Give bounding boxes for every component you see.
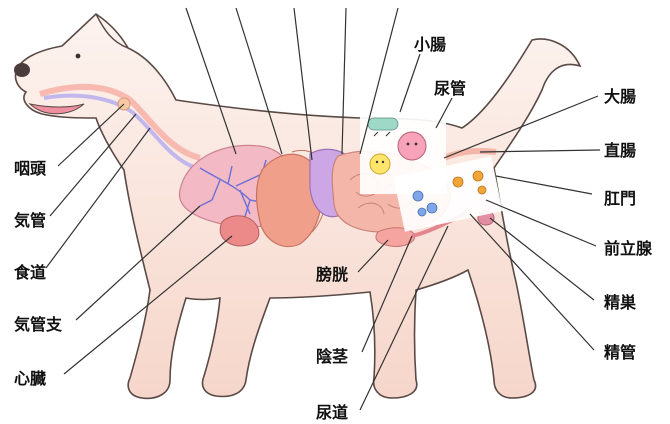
label-vas-deferens: 精管 xyxy=(604,344,636,362)
label-trachea: 気管 xyxy=(14,212,46,230)
label-heart: 心臓 xyxy=(14,370,46,388)
label-ureter: 尿管 xyxy=(434,80,466,98)
label-testis: 精巣 xyxy=(604,294,636,312)
label-esophagus: 食道 xyxy=(14,264,46,282)
label-anus: 肛門 xyxy=(604,190,636,208)
label-pharynx: 咽頭 xyxy=(14,160,46,178)
label-prostate: 前立腺 xyxy=(604,240,652,258)
label-penis: 陰茎 xyxy=(316,348,348,366)
label-bladder: 膀胱 xyxy=(316,266,348,284)
label-urethra: 尿道 xyxy=(316,404,348,422)
label-rectum: 直腸 xyxy=(604,142,636,160)
dog-eye xyxy=(76,54,81,59)
dog-nose xyxy=(14,63,30,77)
label-bronchi: 気管支 xyxy=(14,316,62,334)
label-small-intestine: 小腸 xyxy=(414,36,446,54)
label-large-intestine: 大腸 xyxy=(604,88,636,106)
